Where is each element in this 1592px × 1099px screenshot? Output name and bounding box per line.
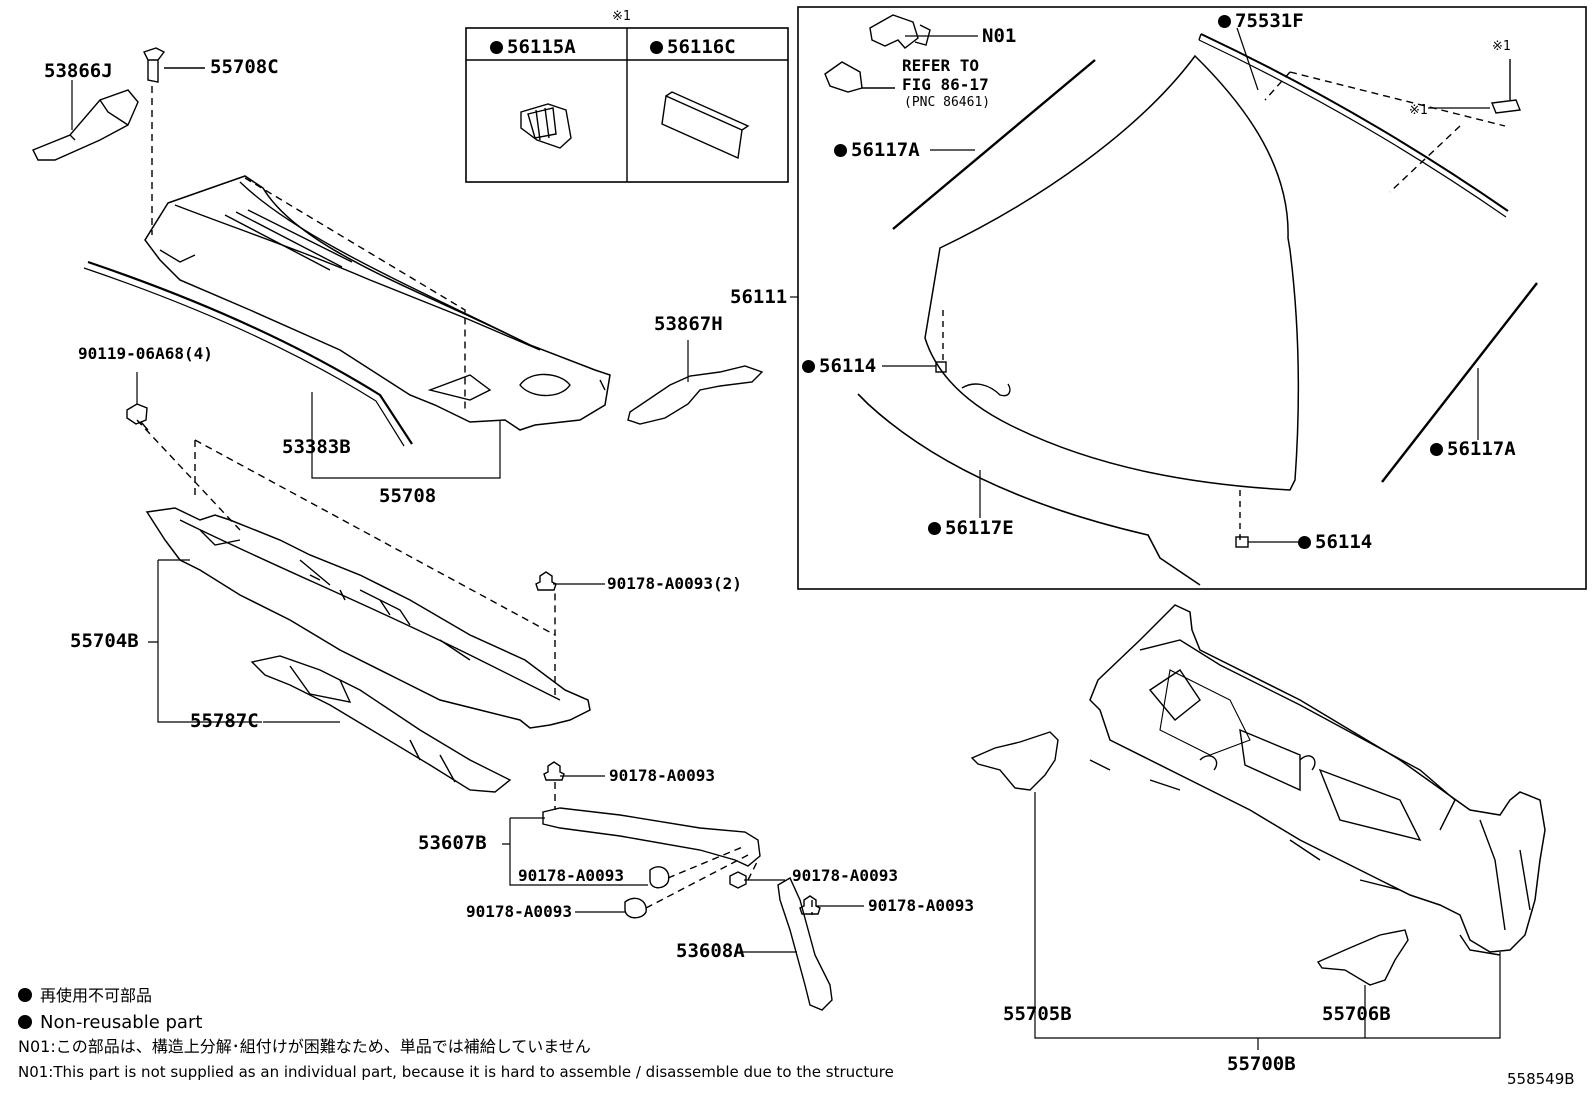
non-reusable-dot-icon bbox=[490, 41, 503, 54]
label-90178-A0093-2: 90178-A0093(2) bbox=[607, 574, 742, 593]
weatherstrip-53383B-drawing bbox=[87, 260, 413, 445]
label-56114-bottom: 56114 bbox=[1298, 533, 1372, 552]
label-56114-left-text: 56114 bbox=[819, 355, 877, 377]
leader-lines bbox=[71, 27, 1501, 1050]
label-90178-A0093-d: 90178-A0093 bbox=[792, 866, 898, 885]
cowl-top-55708-drawing bbox=[144, 175, 611, 431]
legend-jp-nonreusable-text: 再使用不可部品 bbox=[40, 986, 153, 1005]
cover-53866J-drawing bbox=[32, 89, 139, 161]
label-56117E: 56117E bbox=[928, 519, 1014, 538]
legend-en-nonreusable-text: Non-reusable part bbox=[40, 1012, 203, 1033]
mirror-bracket-N01-drawing bbox=[869, 14, 931, 49]
refer-line-2: FIG 86-17 bbox=[902, 75, 989, 94]
label-56117A-top-text: 56117A bbox=[851, 139, 920, 161]
label-75531F-text: 75531F bbox=[1235, 10, 1304, 32]
legend-jp-nonreusable: 再使用不可部品 bbox=[18, 988, 152, 1004]
nut-90178-c-drawing bbox=[624, 897, 647, 919]
label-56115A-text: 56115A bbox=[507, 36, 576, 58]
label-55708: 55708 bbox=[379, 485, 437, 507]
label-55700B: 55700B bbox=[1227, 1053, 1296, 1075]
note-n01-jp: N01:この部品は、構造上分解･組付けが困難なため、単品では補給していません bbox=[18, 1037, 591, 1056]
non-reusable-dot-icon bbox=[834, 144, 847, 157]
label-90178-A0093-a: 90178-A0093 bbox=[609, 766, 715, 785]
label-53866J: 53866J bbox=[44, 60, 113, 82]
label-75531F: 75531F bbox=[1218, 12, 1304, 31]
non-reusable-dot-icon bbox=[18, 988, 32, 1002]
non-reusable-dot-icon bbox=[1430, 443, 1443, 456]
bracket-55705B-drawing bbox=[970, 731, 1059, 791]
label-90178-A0093-b: 90178-A0093 bbox=[518, 866, 624, 885]
label-53867H: 53867H bbox=[654, 313, 723, 335]
non-reusable-dot-icon bbox=[1218, 15, 1231, 28]
label-90119-06A68: 90119-06A68(4) bbox=[78, 344, 213, 363]
clip-56115A-drawing bbox=[520, 103, 572, 149]
label-56111: 56111 bbox=[730, 286, 788, 308]
label-56116C: 56116C bbox=[650, 38, 736, 57]
label-90178-A0093-e: 90178-A0093 bbox=[868, 896, 974, 915]
nut-90178-a-drawing bbox=[543, 761, 565, 781]
callout-mark-right: ※1 bbox=[1492, 39, 1511, 54]
nut-90178-d-drawing bbox=[729, 871, 747, 889]
label-56114-bottom-text: 56114 bbox=[1315, 531, 1373, 553]
bracket-55706B-drawing bbox=[1316, 929, 1409, 986]
windshield-box bbox=[797, 6, 1587, 590]
label-56114-left: 56114 bbox=[802, 357, 876, 376]
clip-55708C-drawing bbox=[143, 47, 166, 83]
refer-line-1: REFER TO bbox=[902, 56, 980, 75]
nut-90178-b-drawing bbox=[649, 866, 670, 889]
non-reusable-dot-icon bbox=[928, 522, 941, 535]
bracket-53608A-drawing bbox=[777, 877, 833, 1011]
nut-90178-e-drawing bbox=[799, 895, 821, 915]
non-reusable-dot-icon bbox=[1298, 536, 1311, 549]
label-55705B: 55705B bbox=[1003, 1003, 1072, 1025]
clip-56116C-drawing bbox=[661, 91, 750, 160]
sensor-cover-drawing bbox=[824, 61, 863, 93]
assembly-dashed-lines bbox=[136, 86, 813, 915]
label-55787C: 55787C bbox=[190, 710, 259, 732]
callout-mark-top: ※1 bbox=[612, 9, 631, 24]
nut-90178-2-drawing bbox=[535, 571, 557, 591]
label-55706B: 55706B bbox=[1322, 1003, 1391, 1025]
label-90178-A0093-c: 90178-A0093 bbox=[466, 902, 572, 921]
label-53607B: 53607B bbox=[418, 832, 487, 854]
non-reusable-dot-icon bbox=[650, 41, 663, 54]
label-56117A-right: 56117A bbox=[1430, 440, 1516, 459]
cowl-panel-55704B-drawing bbox=[145, 507, 591, 729]
bracket-53607B-drawing bbox=[542, 807, 761, 867]
clip-inset-box bbox=[465, 27, 789, 183]
label-56117E-text: 56117E bbox=[945, 517, 1014, 539]
label-53383B: 53383B bbox=[282, 436, 351, 458]
label-56117A-right-text: 56117A bbox=[1447, 438, 1516, 460]
non-reusable-dot-icon bbox=[802, 360, 815, 373]
non-reusable-dot-icon bbox=[18, 1015, 32, 1029]
fastener-90119-drawing bbox=[126, 403, 149, 431]
figure-id: 558549B bbox=[1507, 1070, 1575, 1088]
note-n01-en: N01:This part is not supplied as an indi… bbox=[18, 1063, 894, 1081]
extension-55787C-drawing bbox=[250, 655, 512, 793]
label-56115A: 56115A bbox=[490, 38, 576, 57]
label-53608A: 53608A bbox=[676, 940, 745, 962]
callout-mark-mid: ※1 bbox=[1409, 103, 1428, 118]
legend-en-nonreusable: Non-reusable part bbox=[18, 1014, 202, 1032]
dash-panel-55700B-drawing bbox=[1089, 604, 1546, 956]
panel-53867H-drawing bbox=[627, 365, 764, 425]
label-N01: N01 bbox=[982, 25, 1017, 47]
label-55708C: 55708C bbox=[210, 56, 279, 78]
label-56117A-top: 56117A bbox=[834, 141, 920, 160]
label-56116C-text: 56116C bbox=[667, 36, 736, 58]
refer-line-3: (PNC 86461) bbox=[904, 95, 991, 110]
label-55704B: 55704B bbox=[70, 630, 139, 652]
